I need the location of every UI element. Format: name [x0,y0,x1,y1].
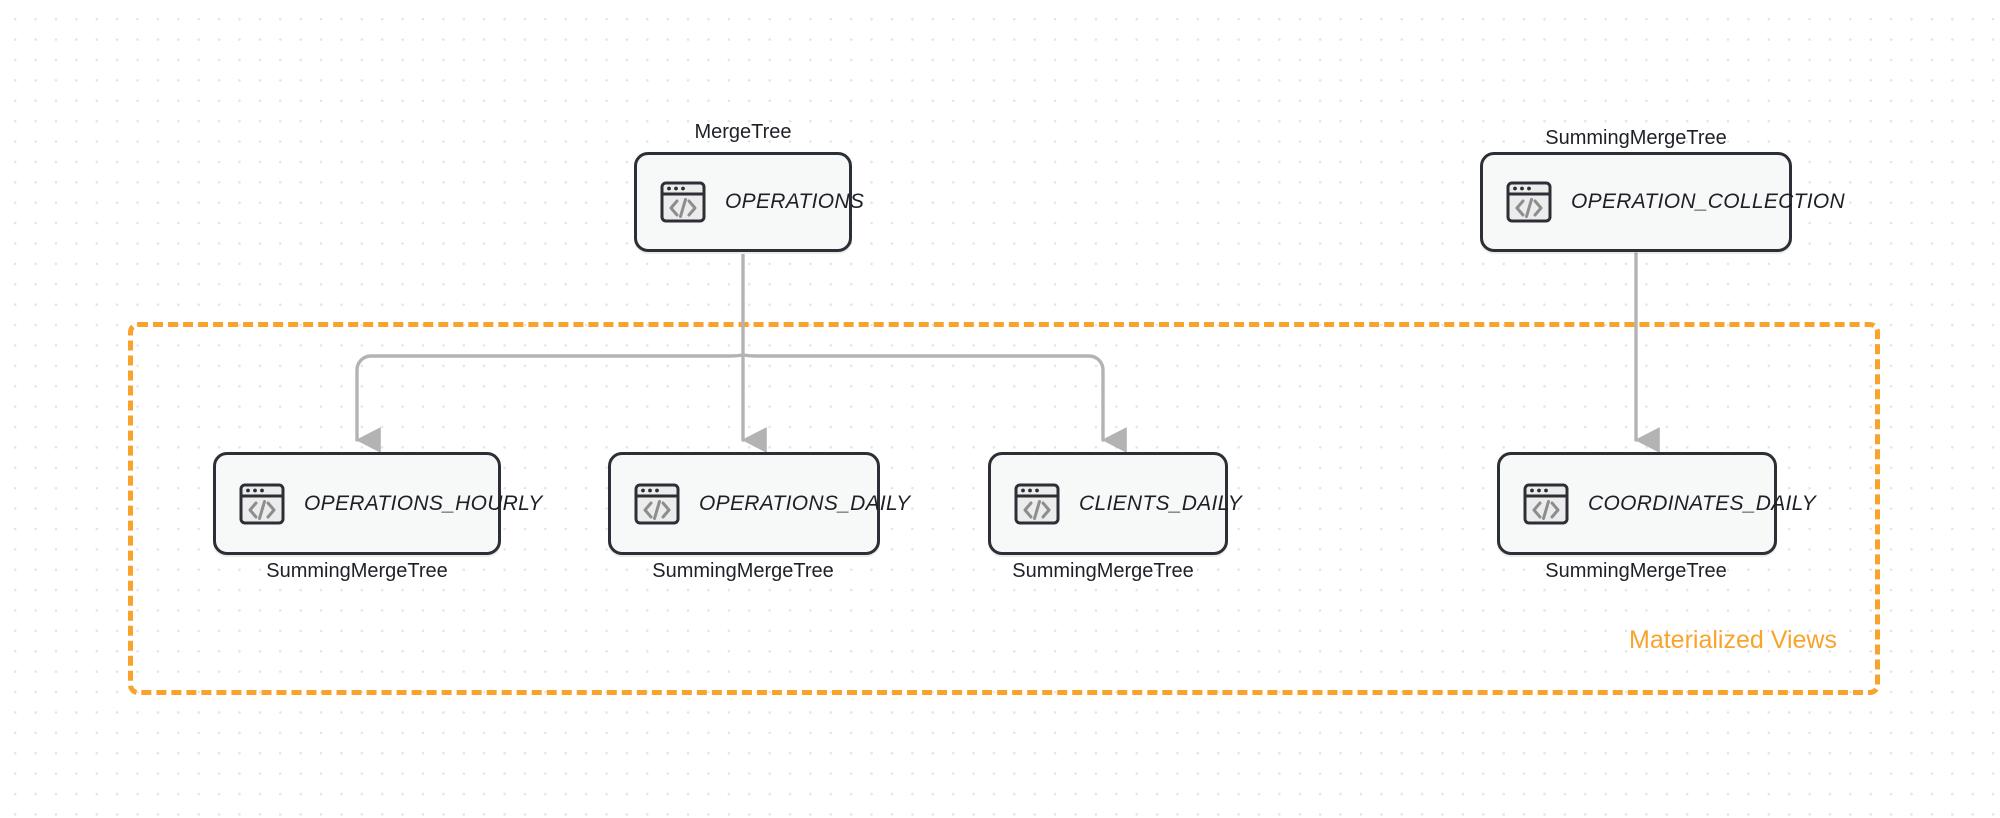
engine-caption-clients-daily: SummingMergeTree [1012,560,1194,582]
node-label: OPERATION_COLLECTION [1571,190,1845,213]
node-operations-daily[interactable]: OPERATIONS_DAILY [608,452,910,555]
node-operations[interactable]: OPERATIONS [634,152,864,252]
engine-caption-operations: MergeTree [694,121,792,143]
code-window-icon [1522,480,1570,528]
node-label: OPERATIONS_DAILY [699,491,911,515]
materialized-views-group [128,322,1880,695]
node-coordinates-daily[interactable]: COORDINATES_DAILY [1497,452,1816,555]
node-label: OPERATIONS [725,190,865,213]
node-label: COORDINATES_DAILY [1588,491,1816,515]
node-label: CLIENTS_DAILY [1079,491,1243,515]
code-window-icon [659,178,707,226]
node-clients-daily[interactable]: CLIENTS_DAILY [988,452,1242,555]
node-label: OPERATIONS_HOURLY [304,491,543,515]
node-operations-hourly[interactable]: OPERATIONS_HOURLY [213,452,542,555]
materialized-views-label: Materialized Views [1629,626,1837,654]
code-window-icon [633,480,681,528]
code-window-icon [1505,178,1553,226]
code-window-icon [238,480,286,528]
engine-caption-operations-hourly: SummingMergeTree [266,560,448,582]
code-window-icon [1013,480,1061,528]
engine-caption-operations-daily: SummingMergeTree [652,560,834,582]
node-operation-collection[interactable]: OPERATION_COLLECTION [1480,152,1845,252]
engine-caption-operation-collection: SummingMergeTree [1545,127,1727,149]
engine-caption-coordinates-daily: SummingMergeTree [1545,560,1727,582]
